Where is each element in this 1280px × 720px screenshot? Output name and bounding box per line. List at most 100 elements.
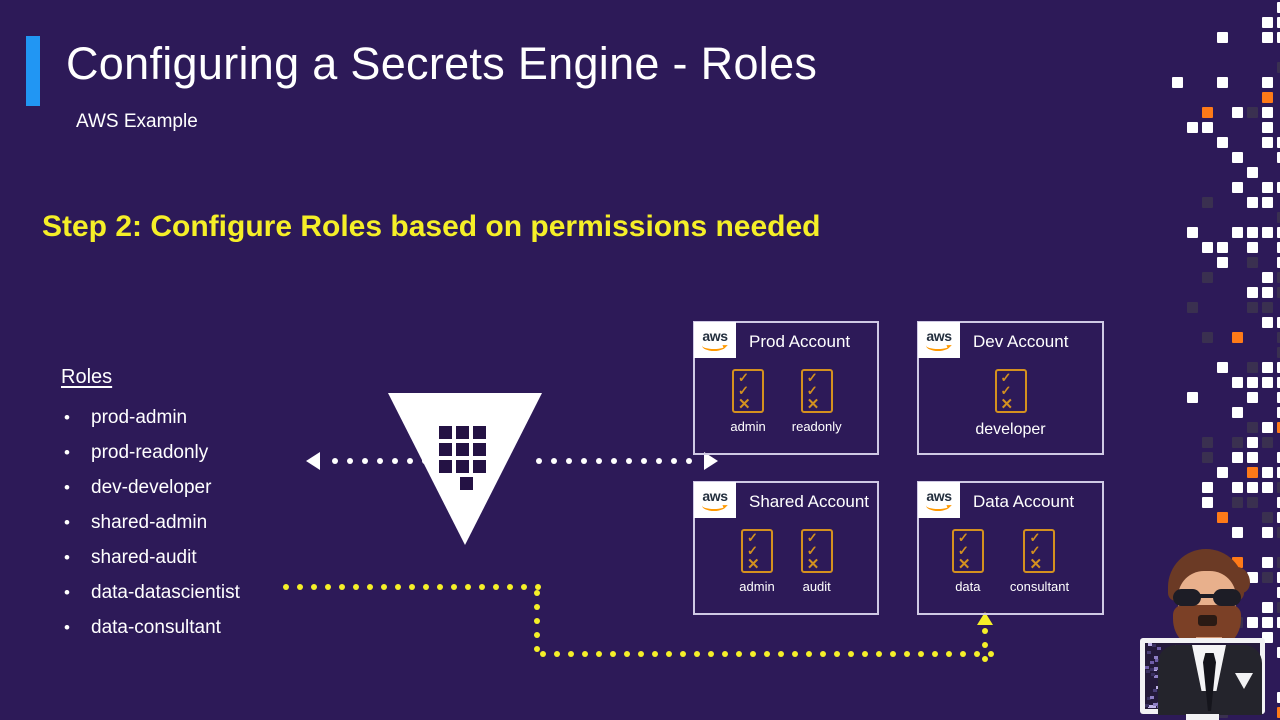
pixel-square [1247,167,1258,178]
pixel-square [1262,467,1273,478]
aws-swoosh-icon [702,344,728,352]
pixel-square [1232,437,1243,448]
flow-path-dot [437,584,443,590]
check-mark-icon: ✓ [746,542,758,558]
pixel-square [1232,152,1243,163]
pixel-square [1217,242,1228,253]
screen-pixel [1157,647,1161,650]
page-subtitle: AWS Example [76,111,198,132]
policy-item[interactable]: ✓ ✓ ✕ consultant [1010,529,1069,594]
flow-path-dot [465,584,471,590]
vault-pixel-grid [439,426,493,490]
account-title: Dev Account [973,332,1069,351]
flow-path-dot [918,651,924,657]
policy-item[interactable]: ✓ ✓ ✕ developer [975,369,1046,439]
cross-mark-icon: ✕ [1029,555,1043,573]
list-item: data-datascientist [61,575,240,610]
flow-path-segment-top [283,584,541,590]
pixel-square [1262,377,1273,388]
policy-document-icon: ✓ ✓ ✕ [800,369,833,413]
flow-path-dot [792,651,798,657]
dotted-arrow-right [536,452,718,470]
list-item: shared-admin [61,505,240,540]
roles-list: prod-admin prod-readonly dev-developer s… [61,400,240,645]
cross-mark-icon: ✕ [957,555,971,573]
screen-pixel [1150,661,1154,664]
pixel-square [1262,197,1273,208]
account-card-prod[interactable]: aws Prod Account ✓ ✓ ✕ admin ✓ ✓ ✕ reado… [693,321,879,455]
flow-path-dot [540,651,546,657]
account-card-shared[interactable]: aws Shared Account ✓ ✓ ✕ admin ✓ ✓ ✕ aud… [693,481,879,615]
step-heading: Step 2: Configure Roles based on permiss… [42,210,821,243]
policy-item[interactable]: ✓ ✓ ✕ admin [730,369,766,434]
flow-path-dot [722,651,728,657]
policy-label: data [955,579,981,594]
cross-mark-icon: ✕ [806,555,820,573]
pixel-square [1202,107,1213,118]
pixel-square [1262,182,1273,193]
screen-pixel [1153,689,1157,692]
screen-pixel [1152,644,1156,647]
flow-path-dot [904,651,910,657]
flow-path-dot [988,651,994,657]
policy-label: readonly [791,419,842,434]
arrow-head-right-icon [704,452,718,470]
pixel-square [1262,107,1273,118]
pixel-square [1232,227,1243,238]
pixel-square [1187,122,1198,133]
flow-path-dot [946,651,952,657]
pixel-square [1247,302,1258,313]
check-mark-icon: ✓ [957,529,969,545]
pixel-square [1247,287,1258,298]
check-mark-icon: ✓ [806,369,818,385]
check-mark-icon: ✓ [806,542,818,558]
flow-path-dot [862,651,868,657]
account-card-dev[interactable]: aws Dev Account ✓ ✓ ✕ developer [917,321,1104,455]
list-item: dev-developer [61,470,240,505]
flow-path-dot [652,651,658,657]
flow-path-dot [806,651,812,657]
account-title: Data Account [973,492,1075,511]
flow-path-dot [395,584,401,590]
flow-path-dot [834,651,840,657]
flow-path-dot [596,651,602,657]
policy-item[interactable]: ✓ ✓ ✕ data [951,529,984,594]
flow-path-dot [521,584,527,590]
flow-path-dot [708,651,714,657]
screen-pixel [1153,703,1157,706]
pixel-square [1262,272,1273,283]
flow-path-arrow-head-icon [977,612,993,625]
account-title: Prod Account [749,332,851,351]
policy-item[interactable]: ✓ ✓ ✕ admin [739,529,775,594]
flow-path-dot [534,632,540,638]
check-mark-icon: ✓ [1000,369,1012,385]
pixel-square [1202,452,1213,463]
aws-swoosh-icon [702,504,728,512]
screen-pixel [1155,659,1159,662]
pixel-square [1262,527,1273,538]
flow-path-dot [451,584,457,590]
pixel-square [1217,32,1228,43]
flow-path-dot [534,590,540,596]
flow-path-dot [982,628,988,634]
aws-logo-icon: aws [918,322,960,358]
pixel-square [1202,272,1213,283]
check-mark-icon: ✓ [1029,529,1041,545]
pixel-square [1247,227,1258,238]
account-card-data[interactable]: aws Data Account ✓ ✓ ✕ data ✓ ✓ ✕ consul… [917,481,1104,615]
policy-document-icon: ✓ ✓ ✕ [1023,529,1056,573]
flow-path-dot [876,651,882,657]
flow-path-dot [982,642,988,648]
screen-pixel [1150,696,1154,699]
cross-mark-icon: ✕ [806,395,820,413]
flow-path-dot [582,651,588,657]
pixel-square [1247,392,1258,403]
policy-item[interactable]: ✓ ✓ ✕ audit [800,529,833,594]
pixel-square [1262,137,1273,148]
policy-item[interactable]: ✓ ✓ ✕ readonly [792,369,842,434]
flow-path-dot [325,584,331,590]
flow-path-segment-bottom [540,651,994,657]
check-mark-icon: ✓ [1029,542,1041,558]
flow-path-segment-down [534,590,540,652]
pixel-square [1262,287,1273,298]
